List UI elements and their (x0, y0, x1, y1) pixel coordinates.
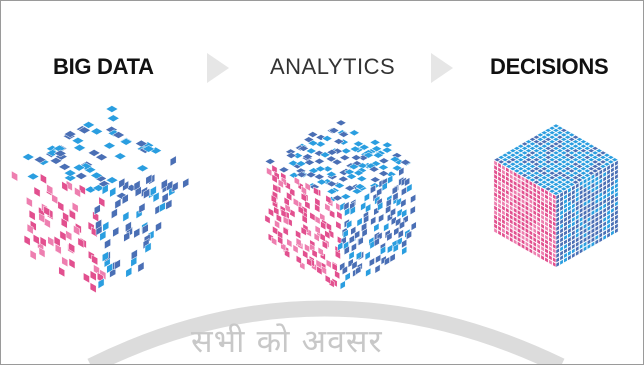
chevron-right-icon (431, 53, 453, 83)
step-label-big-data: BIG DATA (53, 54, 154, 79)
watermark-text: सभी को अवसर (191, 322, 383, 360)
step-label-decisions: DECISIONS (490, 54, 609, 79)
chevron-right-icon (207, 53, 229, 83)
step-label-analytics: ANALYTICS (270, 54, 396, 79)
